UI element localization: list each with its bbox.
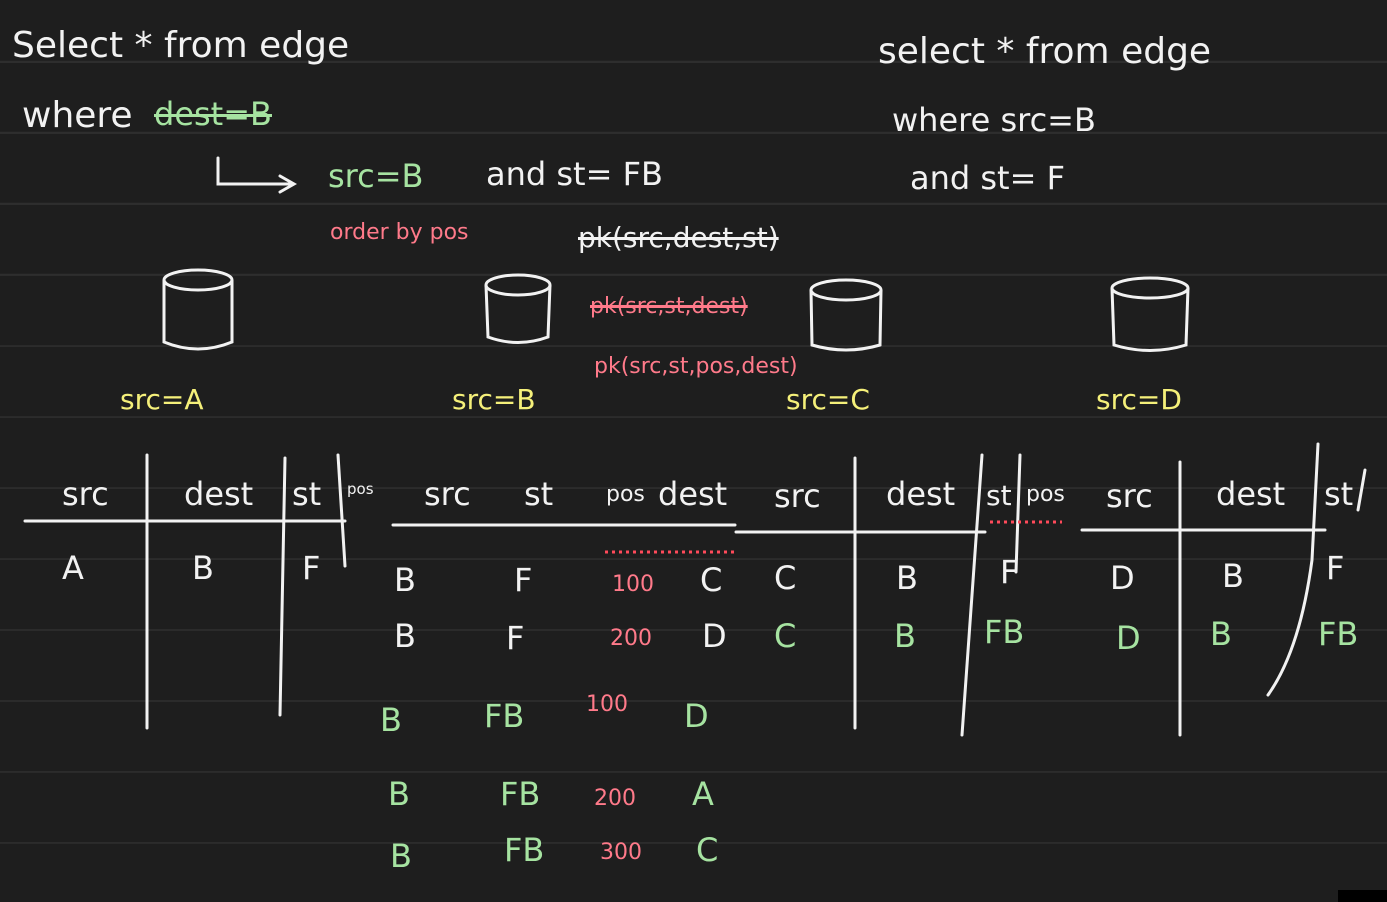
table-d-cell: FB <box>1318 615 1359 653</box>
table-b-cell: C <box>700 561 723 599</box>
partition-label-b: src=B <box>452 383 536 416</box>
table-c-header-st: st <box>986 479 1012 512</box>
table-a-header-dest: dest <box>184 475 254 513</box>
table-b-cell: D <box>684 697 709 735</box>
table-c-cell: B <box>894 617 916 655</box>
table-a-header-src: src <box>62 475 109 513</box>
table-b-cell: B <box>380 701 402 739</box>
table-d-cell: D <box>1110 559 1135 597</box>
table-b-cell: F <box>506 619 525 657</box>
pk-struck-first: pk(src,dest,st) <box>578 221 779 254</box>
left-order-by: order by pos <box>330 220 469 245</box>
table-d-rules <box>1080 442 1367 737</box>
right-select-line: select * from edge <box>878 31 1212 72</box>
partition-label-a: src=A <box>120 383 204 416</box>
table-a-header-st: st <box>292 475 322 513</box>
table-b-cell: FB <box>500 775 541 813</box>
table-b-cell: D <box>702 617 727 655</box>
partition-label-d: src=D <box>1096 383 1182 416</box>
table-b-header-st: st <box>524 475 554 513</box>
table-d-cell: B <box>1210 615 1232 653</box>
pk-current: pk(src,st,pos,dest) <box>594 354 798 379</box>
partition-label-c: src=C <box>786 383 870 416</box>
table-b-cell: 200 <box>610 626 652 651</box>
table-a-header-pos: pos <box>347 480 374 498</box>
table-b-header-dest: dest <box>658 475 728 513</box>
left-where-label: where <box>22 95 133 136</box>
table-b-cell: 100 <box>586 692 628 717</box>
table-b-cell: FB <box>484 697 525 735</box>
table-c-header-src: src <box>774 477 821 515</box>
right-where-line: where src=B <box>892 101 1096 139</box>
table-d-header-st: st <box>1324 475 1354 513</box>
table-b-cell: B <box>394 617 416 655</box>
table-c-cell: F <box>1000 553 1019 591</box>
table-a-cell: B <box>192 549 214 587</box>
left-where-struck: dest=B <box>154 95 272 133</box>
table-c-cell: C <box>774 559 797 597</box>
table-b-cell: B <box>388 775 410 813</box>
table-b-cell: FB <box>504 831 545 869</box>
table-d-cell: F <box>1326 549 1345 587</box>
table-b-cell: C <box>696 831 719 869</box>
left-select-line: Select * from edge <box>12 25 350 66</box>
table-c-rules <box>734 453 1022 737</box>
table-b-cell: A <box>692 775 714 813</box>
database-icon-a <box>162 268 234 351</box>
right-and-clause: and st= F <box>910 159 1065 197</box>
table-b-cell: B <box>394 561 416 599</box>
table-b-cell: B <box>390 837 412 875</box>
table-c-cell: C <box>774 617 797 655</box>
table-a-cell: F <box>302 549 321 587</box>
table-b-cell: 300 <box>600 840 642 865</box>
table-d-cell: D <box>1116 619 1141 657</box>
table-c-cell: FB <box>984 613 1025 651</box>
table-b-cell: 200 <box>594 786 636 811</box>
database-icon-d <box>1110 276 1190 352</box>
table-d-cell: B <box>1222 557 1244 595</box>
table-c-header-pos: pos <box>1026 482 1065 507</box>
table-b-cell: 100 <box>612 572 654 597</box>
table-a-cell: A <box>62 549 84 587</box>
table-a-rules <box>23 453 347 730</box>
database-icon-c <box>809 278 883 352</box>
corner-block <box>1338 890 1387 902</box>
table-b-header-src: src <box>424 475 471 513</box>
table-d-header-src: src <box>1106 477 1153 515</box>
table-b-cell: F <box>514 561 533 599</box>
database-icon-b <box>484 273 552 344</box>
left-and-clause: and st= FB <box>486 155 663 193</box>
table-d-header-dest: dest <box>1216 475 1286 513</box>
arrow-icon <box>216 156 298 194</box>
table-c-cell: B <box>896 559 918 597</box>
left-arrow-condition: src=B <box>328 157 424 195</box>
table-c-header-dest: dest <box>886 475 956 513</box>
table-b-header-pos: pos <box>606 482 645 507</box>
pk-struck-second: pk(src,st,dest) <box>590 294 748 319</box>
